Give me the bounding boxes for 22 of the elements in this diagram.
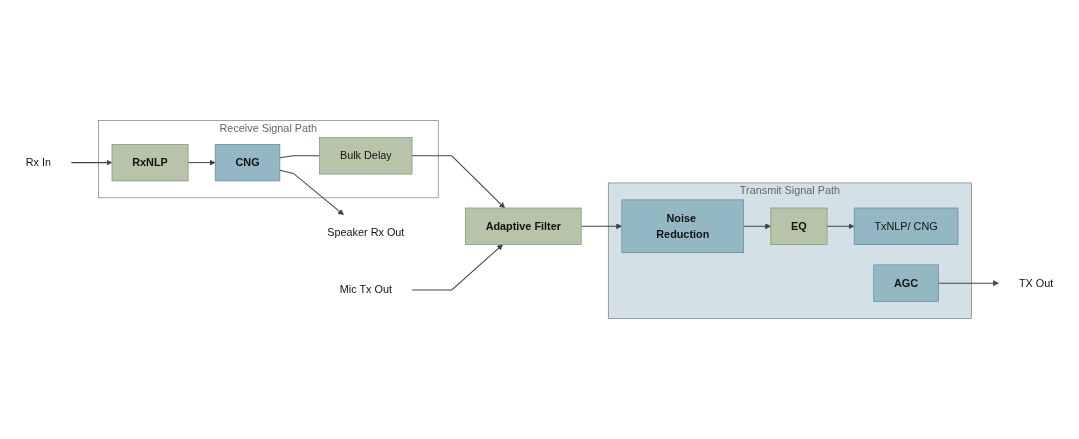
node-box: TxNLP/ CNG <box>853 207 959 245</box>
arrow <box>743 223 772 230</box>
arrow <box>187 159 216 166</box>
arrow <box>580 223 623 230</box>
arrow <box>826 223 855 230</box>
arrow <box>411 244 503 291</box>
node-text: Speaker Rx Out <box>327 226 405 239</box>
node-box: EQ <box>770 207 828 245</box>
arrow <box>937 280 999 287</box>
node-text: Rx In <box>25 156 52 169</box>
node-box: Noise Reduction <box>621 199 745 253</box>
connector <box>279 155 321 159</box>
node-box: Bulk Delay <box>319 137 413 175</box>
node-box: AGC <box>873 264 939 302</box>
arrow <box>411 155 505 209</box>
arrow <box>70 159 113 166</box>
node-text: TX Out <box>1018 277 1054 289</box>
node-box: RxNLP <box>111 144 189 182</box>
node-box: Adaptive Filter <box>465 207 582 245</box>
node-box: CNG <box>214 144 281 182</box>
arrow <box>279 169 344 216</box>
node-text: Mic Tx Out <box>339 283 392 296</box>
